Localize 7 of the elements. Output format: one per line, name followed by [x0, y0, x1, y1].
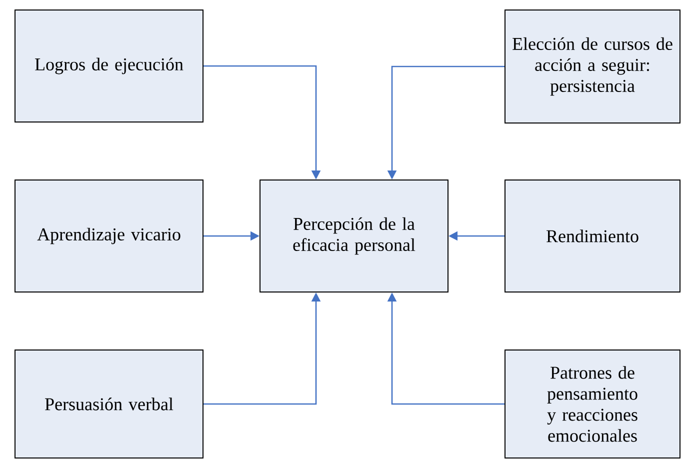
- concept-box: Patrones de pensamiento y reacciones emocionales: [504, 350, 680, 458]
- concept-box: Logros de ejecución: [14, 10, 204, 122]
- concept-box: Rendimiento: [504, 180, 680, 292]
- concept-box: Persuasión verbal: [14, 350, 204, 458]
- concept-box: Aprendizaje vicario: [14, 180, 204, 292]
- concept-box: Percepción de la eficacia personal: [260, 180, 448, 292]
- concept-box: Elección de cursos de acción a seguir: persistencia: [504, 10, 680, 124]
